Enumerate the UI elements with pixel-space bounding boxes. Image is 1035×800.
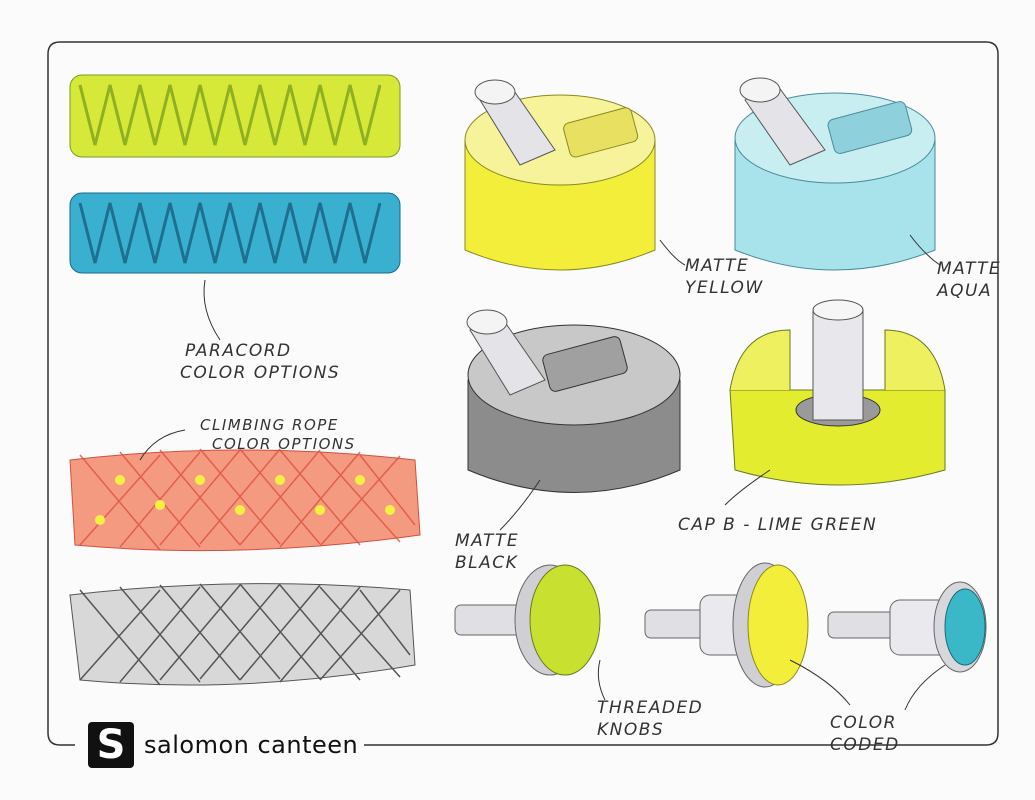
color-coded-label-line1: COLOR [830,713,897,733]
knob-yellow [644,562,851,706]
cap-matte-black [466,309,681,531]
paracord-yellow [69,74,401,158]
climbing-rope-label-line1: CLIMBING ROPE [200,416,339,434]
climbing-rope-label-line2: COLOR OPTIONS [212,435,356,453]
climbing-rope-label: CLIMBING ROPE COLOR OPTIONS [200,416,356,454]
paracord-aqua [69,192,401,341]
threaded-knobs-label-line2: KNOBS [597,720,665,740]
matte-yellow-label: MATTE YELLOW [685,255,764,299]
matte-yellow-label-line1: MATTE [685,256,750,276]
brand-title: salomon canteen [144,731,359,759]
paracord-label: PARACORD COLOR OPTIONS [180,340,340,384]
matte-black-label: MATTE BLACK [455,530,519,574]
cap-matte-aqua [734,77,941,271]
paracord-label-line2: COLOR OPTIONS [180,363,341,383]
paracord-label-line1: PARACORD [185,341,292,361]
threaded-knobs-label-line1: THREADED [597,698,704,718]
frame-border [47,41,999,746]
threaded-knobs-label: THREADED KNOBS [597,697,703,741]
climbing-rope-gray [69,583,416,686]
matte-aqua-label-line1: MATTE [937,259,1002,279]
salomon-logo-icon: S [88,722,134,768]
matte-aqua-label: MATTE AQUA [937,258,1001,302]
climbing-rope-orange [69,429,421,552]
matte-black-label-line1: MATTE [455,531,520,551]
knob-lime [454,564,601,676]
matte-yellow-label-line2: YELLOW [685,278,764,298]
knob-aqua [827,581,987,711]
brand-logo: S salomon canteen [82,722,365,768]
color-coded-label: COLOR CODED [830,712,900,756]
color-coded-label-line2: CODED [830,735,900,755]
cap-matte-yellow [464,79,686,271]
cap-b-label: CAP B - LIME GREEN [678,515,878,535]
matte-black-label-line2: BLACK [455,553,519,573]
cap-lime-green [724,299,946,506]
matte-aqua-label-line2: AQUA [937,281,993,301]
